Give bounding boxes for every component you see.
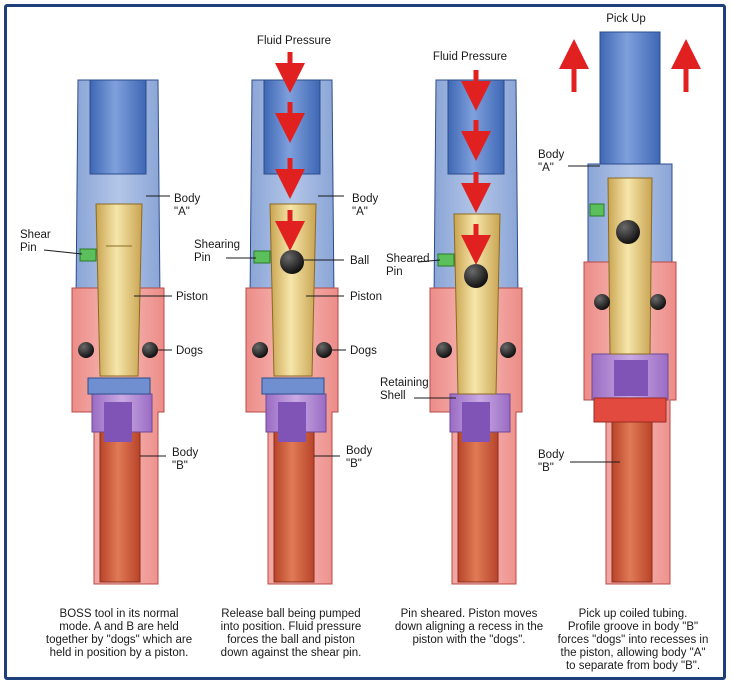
dog-left bbox=[594, 294, 610, 310]
dog-left bbox=[252, 342, 268, 358]
label-body-a: Body"A" bbox=[352, 193, 378, 218]
piston bbox=[95, 203, 143, 377]
dog-left bbox=[78, 342, 94, 358]
dog-right bbox=[500, 342, 516, 358]
body-a-top bbox=[89, 79, 147, 175]
title-pick-up: Pick Up bbox=[606, 13, 646, 25]
collar-neck bbox=[278, 402, 306, 442]
sheared-pin bbox=[437, 253, 455, 267]
piston bbox=[269, 203, 317, 377]
collar-lower bbox=[593, 397, 667, 423]
title-fluid-pressure: Fluid Pressure bbox=[257, 35, 331, 47]
caption-panel-2: Release ball being pumped into position.… bbox=[220, 608, 362, 659]
label-dogs: Dogs bbox=[176, 345, 203, 357]
dog-right bbox=[650, 294, 666, 310]
shear-pin-stub bbox=[589, 203, 605, 217]
label-body-b: Body"B" bbox=[538, 449, 564, 474]
release-ball bbox=[280, 250, 304, 274]
label-ball: Ball bbox=[350, 255, 369, 267]
coiled-tubing bbox=[611, 419, 653, 583]
collar-neck bbox=[614, 360, 648, 396]
label-piston: Piston bbox=[350, 291, 382, 303]
lower-band bbox=[87, 377, 151, 395]
caption-panel-3: Pin sheared. Piston moves down aligning … bbox=[394, 608, 544, 646]
title-fluid-pressure: Fluid Pressure bbox=[433, 51, 507, 63]
coiled-tubing bbox=[99, 425, 141, 583]
shearing-pin bbox=[253, 250, 271, 264]
release-ball bbox=[464, 264, 488, 288]
dog-right bbox=[142, 342, 158, 358]
label-body-b: Body"B" bbox=[172, 447, 198, 472]
body-a-top bbox=[599, 31, 661, 171]
label-body-a: Body"A" bbox=[538, 149, 564, 174]
panel-2-tool bbox=[245, 52, 339, 585]
panel-3-tool bbox=[429, 70, 523, 585]
panel-4-labels: Pick Up Body"A" Body"B" bbox=[538, 13, 646, 474]
panel-4-tool bbox=[559, 31, 701, 585]
lower-band bbox=[261, 377, 325, 395]
shear-pin bbox=[79, 248, 97, 262]
label-dogs: Dogs bbox=[350, 345, 377, 357]
panel-1-tool bbox=[71, 79, 165, 585]
piston bbox=[607, 177, 653, 355]
release-ball bbox=[616, 220, 640, 244]
dog-left bbox=[436, 342, 452, 358]
caption-panel-4: Pick up coiled tubing. Profile groove in… bbox=[557, 608, 709, 672]
caption-panel-1: BOSS tool in its normal mode. A and B ar… bbox=[45, 608, 193, 659]
collar-neck bbox=[104, 402, 132, 442]
collar-neck bbox=[462, 402, 490, 442]
dog-right bbox=[316, 342, 332, 358]
coiled-tubing bbox=[457, 425, 499, 583]
label-body-b: Body"B" bbox=[346, 445, 372, 470]
label-body-a: Body"A" bbox=[174, 193, 200, 218]
coiled-tubing bbox=[273, 425, 315, 583]
label-piston: Piston bbox=[176, 291, 208, 303]
